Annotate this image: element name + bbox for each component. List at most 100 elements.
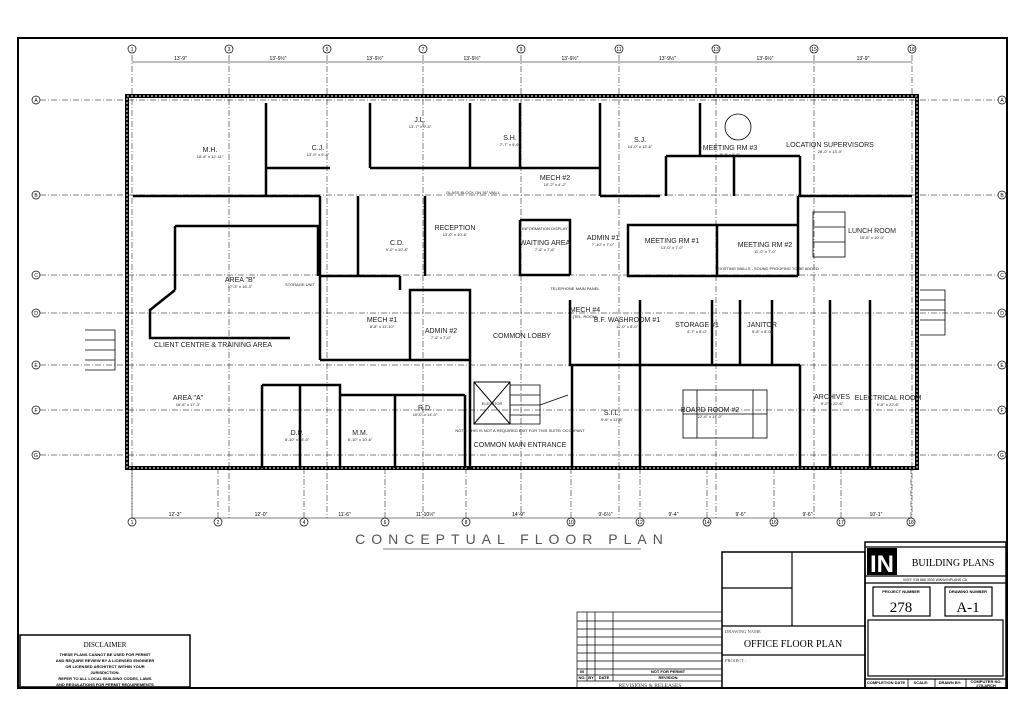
grid-label: 8 [465, 520, 468, 526]
room-name: COMMON LOBBY [493, 333, 551, 340]
grid-label: E [34, 363, 38, 369]
room-name: STORAGE #1 [675, 322, 719, 329]
dimension-label: 12'-0" [255, 512, 268, 518]
room-size: 13'-0" x 10'-6" [443, 232, 468, 237]
grid-label: 3 [228, 47, 231, 53]
dimension-label: 11'-6" [338, 512, 351, 518]
note-glass-block: GLASS BLOCK ON 36" WALL [446, 190, 501, 195]
room-name: M.H. [203, 147, 218, 154]
grid-label: 10 [568, 520, 574, 526]
computer-no-label: COMPUTER NO. [970, 679, 1001, 684]
grid-bubble [907, 44, 917, 54]
company-name: BUILDING PLANS [912, 558, 995, 569]
grid-label: A [34, 98, 38, 104]
room-name: S.J. [634, 137, 646, 144]
grid-label: C [34, 273, 38, 279]
grid-bubble [711, 44, 721, 54]
room-size: 7'-6" x 7'-6" [535, 247, 556, 252]
grid-label: E [1000, 363, 1004, 369]
company-contact: VISIT: 018 868 3333 WWW.INPLANS.CA [903, 578, 968, 582]
room-name: MEETING RM #1 [645, 238, 700, 245]
grid-bubble [127, 44, 137, 54]
revisions-caption: REVISIONS & RELEASES [619, 683, 682, 689]
grid-label: A [1000, 98, 1004, 104]
grid-bubble [997, 360, 1007, 370]
grid-label: 6 [384, 520, 387, 526]
sheet-border [17, 37, 1008, 689]
revision-text: NOT FOR PERMIT [651, 669, 686, 674]
disclaimer-line: AND REQUIRE REVIEW BY A LICENSED ENGINEE… [56, 658, 155, 663]
elevator [473, 381, 511, 425]
grid-bubble [31, 308, 41, 318]
room-name: MEETING RM #3 [703, 145, 758, 152]
room-name: S.I.L. [604, 410, 620, 417]
dimension-label: 9'-6" [736, 512, 746, 518]
completion-date-label: COMPLETION DATE [867, 680, 906, 685]
grid-bubble [614, 44, 624, 54]
room-size: 9'-0" x 22'-6" [821, 401, 844, 406]
interior-walls [133, 103, 912, 470]
note-storage-unit: STORAGE UNIT [285, 282, 315, 287]
grid-bubble [224, 44, 234, 54]
grid-label: C [1000, 273, 1004, 279]
boardroom-table [682, 389, 768, 439]
grid-bubble [31, 95, 41, 105]
disclaimer-line: THESE PLANS CANNOT BE USED FOR PERMIT [60, 652, 151, 657]
revision-number: 00 [580, 669, 585, 674]
project-number-label: PROJECT NUMBER [882, 589, 920, 594]
grid-label: 14 [704, 520, 710, 526]
room-name: C.J. [312, 145, 325, 152]
dimension-label: 13'-9½" [562, 55, 579, 62]
room-name: MECH #2 [540, 175, 570, 182]
room-size: 5'-8" x 8'-0" [752, 329, 773, 334]
room-size: (TEL. ROOM) [573, 314, 598, 319]
grid-bubble [997, 190, 1007, 200]
grid-bubble [31, 360, 41, 370]
room-name: ADMIN #2 [425, 328, 457, 335]
room-size: 11'-0" x 8'-0" [616, 324, 639, 329]
note-telephone-panel: TELEPHONE MAIN PANEL [550, 286, 600, 291]
grid-label: 4 [303, 520, 306, 526]
disclaimer-line: AND REGULATIONS FOR PERMIT REQUIREMENTS [56, 682, 154, 687]
note-sound-proofing: EXISTING WALLS - SOUND PROOFING TO BE AD… [717, 266, 819, 271]
grid-label: 7 [422, 47, 425, 53]
room-name: JANITOR [747, 322, 777, 329]
room-size: 15'-6" x 10'-0" [860, 235, 885, 240]
disclaimer-line: JURISDICTION. [90, 670, 119, 675]
room-size: 18'-8" x 12'-11" [197, 154, 224, 159]
room-size: 17'-3" x 16'-3" [228, 284, 253, 289]
room-size: 28'-0" x 13'-0" [818, 149, 843, 154]
dimension-label: 9'-6" [803, 512, 813, 518]
room-name: CLIENT CENTRE & TRAINING AREA [154, 342, 272, 349]
room-name: ARCHIVES [814, 394, 850, 401]
grid-label: 13 [713, 47, 719, 53]
room-size: 8'-10" x 10'-6" [348, 437, 373, 442]
room-name: MECH #4 [570, 307, 600, 314]
project-label: PROJECT : [725, 658, 746, 663]
dimension-label: 10'-1" [870, 512, 883, 518]
room-size: 7'-7" x 9'-6" [500, 142, 521, 147]
dimension-label: 13'-9½" [757, 55, 774, 62]
grid-label: 15 [811, 47, 817, 53]
grid-label: 1 [131, 520, 134, 526]
grid-label: G [34, 453, 38, 459]
computer-no: 278-ARCH [976, 683, 996, 688]
logo-text: IN [870, 551, 894, 578]
room-name: J.L. [414, 117, 425, 124]
room-name: B.F. WASHROOM #1 [594, 317, 660, 324]
grid-label: 17 [838, 520, 844, 526]
room-name: R.D. [418, 405, 432, 412]
room-labels: M.H.18'-8" x 12'-11"C.J.13'-9" x 9'-4"J.… [154, 117, 921, 449]
room-name: BOARD ROOM #2 [681, 407, 739, 414]
grid-label: B [1000, 193, 1004, 199]
grid-label: 18 [908, 520, 914, 526]
grid-bubble [31, 270, 41, 280]
grid-label: 16 [771, 520, 777, 526]
room-name: COMMON MAIN ENTRANCE [474, 442, 567, 449]
drawn-by-label: DRAWN BY: [939, 680, 962, 685]
drawing-name-label: DRAWING NAME [725, 629, 761, 634]
room-name: M.M. [352, 430, 368, 437]
room-name: S.H. [503, 135, 517, 142]
